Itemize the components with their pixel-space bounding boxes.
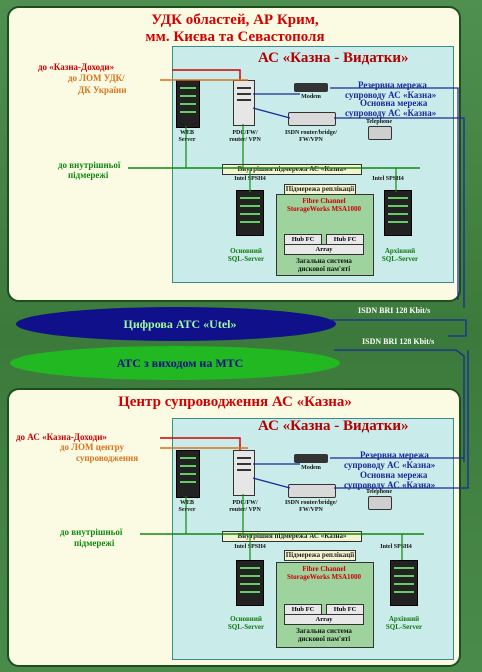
top-main-sql-label-1: Основний bbox=[230, 247, 262, 255]
top-array: Array bbox=[284, 244, 364, 255]
bottom-modem-label: Modem bbox=[301, 465, 321, 471]
utel-cloud-label: Цифрова АТС «Utel» bbox=[123, 317, 237, 331]
top-as-title: АС «Казна - Видатки» bbox=[258, 50, 409, 66]
bottom-disk-label-2: дискової пам'яті bbox=[297, 635, 351, 643]
top-title-line2: мм. Києва та Севастополя bbox=[145, 29, 325, 45]
bottom-pdc-icon bbox=[233, 450, 255, 496]
bottom-main-net-1: Основна мережа bbox=[360, 470, 428, 480]
bottom-reserve-net-1: Резервна мережа bbox=[360, 450, 429, 460]
bottom-main-sql-label-2: SQL-Server bbox=[227, 623, 265, 631]
isdn-line-2 bbox=[334, 349, 465, 462]
utel-cloud bbox=[16, 307, 336, 341]
bottom-link-kazna-dokhody: до АС «Казна-Доходи» bbox=[16, 432, 107, 442]
bottom-disk-label-1: Загальна система bbox=[296, 627, 352, 635]
bottom-telephone-icon bbox=[368, 496, 392, 510]
isdn-line-1 bbox=[330, 319, 467, 337]
bottom-main-sql-label-1: Основний bbox=[230, 615, 262, 623]
top-isdn-router-label: ISDN router/bridge/ FW/VPN bbox=[284, 130, 338, 143]
top-disk-label-2: дискової пам'яті bbox=[297, 265, 351, 273]
bottom-arch-sql-label-2: SQL-Server bbox=[385, 623, 423, 631]
top-title: УДК областей, АР Крим, мм. Києва та Сева… bbox=[110, 12, 360, 46]
bottom-isdn-router-icon bbox=[288, 484, 336, 498]
top-internal-subnet: Внутрішня підмережа АС «Казна» bbox=[222, 164, 362, 175]
top-intel-right: Intel SPSH4 bbox=[372, 176, 404, 182]
top-link-lom-2: ДК України bbox=[78, 85, 127, 95]
top-link-lom-1: до ЛОМ УДК/ bbox=[68, 73, 125, 83]
top-isdn-router-icon bbox=[288, 112, 336, 126]
top-web-server-label: WEB Server bbox=[178, 130, 196, 143]
top-pdc-label: PDC/FW/ router/ VPN bbox=[229, 130, 261, 143]
bottom-link-internal-1: до внутрішньої bbox=[60, 527, 123, 537]
top-disk-label-1: Загальна система bbox=[296, 257, 352, 265]
top-fibre-label-2: StorageWorks MSA1000 bbox=[286, 205, 362, 213]
bottom-link-internal-2: підмережі bbox=[74, 538, 115, 548]
top-main-sql-icon bbox=[236, 190, 264, 236]
top-fibre-label-1: Fibre Channel bbox=[302, 197, 346, 205]
bottom-link-lom-1: до ЛОМ центру bbox=[60, 442, 125, 452]
top-arch-sql-label-1: Архівний bbox=[384, 247, 416, 255]
top-blue-line-2 bbox=[252, 107, 465, 308]
bottom-replication-subnet: Підмережа реплікації bbox=[284, 550, 356, 561]
top-blue-line-1 bbox=[253, 87, 459, 300]
bottom-reserve-net-2: супроводу АС «Казна» bbox=[344, 460, 436, 470]
bottom-as-title: АС «Казна - Видатки» bbox=[258, 418, 409, 434]
bottom-fibre-label-2: StorageWorks MSA1000 bbox=[286, 573, 362, 581]
top-link-internal-1: до внутрішньої bbox=[58, 160, 121, 170]
bottom-blue-line-2 bbox=[252, 350, 469, 489]
top-main-net-2: супроводу АС «Казна» bbox=[345, 108, 437, 118]
bottom-web-server-label: WEB Server bbox=[178, 500, 196, 513]
bottom-main-sql-icon bbox=[236, 560, 264, 606]
top-link-kazna-dokhody: до «Казна-Доходи» bbox=[38, 62, 115, 72]
bottom-telephone-label: Telephone bbox=[365, 489, 393, 495]
top-modem-icon bbox=[294, 83, 328, 92]
bottom-title: Центр супроводження АС «Казна» bbox=[118, 394, 352, 410]
mts-cloud bbox=[10, 346, 340, 380]
bottom-red-line bbox=[160, 437, 241, 450]
bottom-array: Array bbox=[284, 614, 364, 625]
top-telephone-icon bbox=[368, 126, 392, 140]
bottom-arch-sql-label-1: Архівний bbox=[388, 615, 420, 623]
top-red-line bbox=[172, 69, 241, 80]
bottom-arch-sql-icon bbox=[390, 560, 418, 606]
top-arch-sql-icon bbox=[384, 190, 412, 236]
bottom-fibre-label-1: Fibre Channel bbox=[302, 565, 346, 573]
top-main-net-1: Основна мережа bbox=[360, 98, 428, 108]
top-telephone-label: Telephone bbox=[365, 119, 393, 125]
bottom-internal-subnet: Внутрішня підмережа АС «Казна» bbox=[222, 531, 362, 542]
bottom-modem-icon bbox=[294, 454, 328, 463]
bottom-web-server-icon bbox=[176, 450, 200, 498]
top-arch-sql-label-2: SQL-Server bbox=[381, 255, 419, 263]
bottom-intel-right: Intel SPSH4 bbox=[380, 544, 412, 550]
top-link-internal-2: підмережі bbox=[68, 170, 109, 180]
top-title-line1: УДК областей, АР Крим, bbox=[151, 12, 319, 28]
bottom-isdn-router-label: ISDN router/bridge/ FW/VPN bbox=[284, 500, 338, 513]
top-reserve-net-1: Резервна мережа bbox=[358, 80, 427, 90]
top-web-server-icon bbox=[176, 80, 200, 128]
top-modem-label: Modem bbox=[301, 94, 321, 100]
bottom-link-lom-2: супроводження bbox=[76, 453, 139, 463]
isdn-bri-1-label: ISDN BRI 128 Kbit/s bbox=[358, 306, 431, 315]
top-main-sql-label-2: SQL-Server bbox=[227, 255, 265, 263]
bottom-pdc-label: PDC/FW/ router/ VPN bbox=[229, 500, 261, 513]
isdn-bri-2-label: ISDN BRI 128 Kbit/s bbox=[362, 337, 435, 346]
top-reserve-net-2: супроводу АС «Казна» bbox=[345, 90, 437, 100]
bottom-main-net-2: супроводу АС «Казна» bbox=[344, 480, 436, 490]
bottom-blue-line-1 bbox=[253, 457, 464, 465]
top-pdc-icon bbox=[233, 80, 255, 126]
mts-cloud-label: АТС з виходом на МТС bbox=[116, 356, 244, 370]
